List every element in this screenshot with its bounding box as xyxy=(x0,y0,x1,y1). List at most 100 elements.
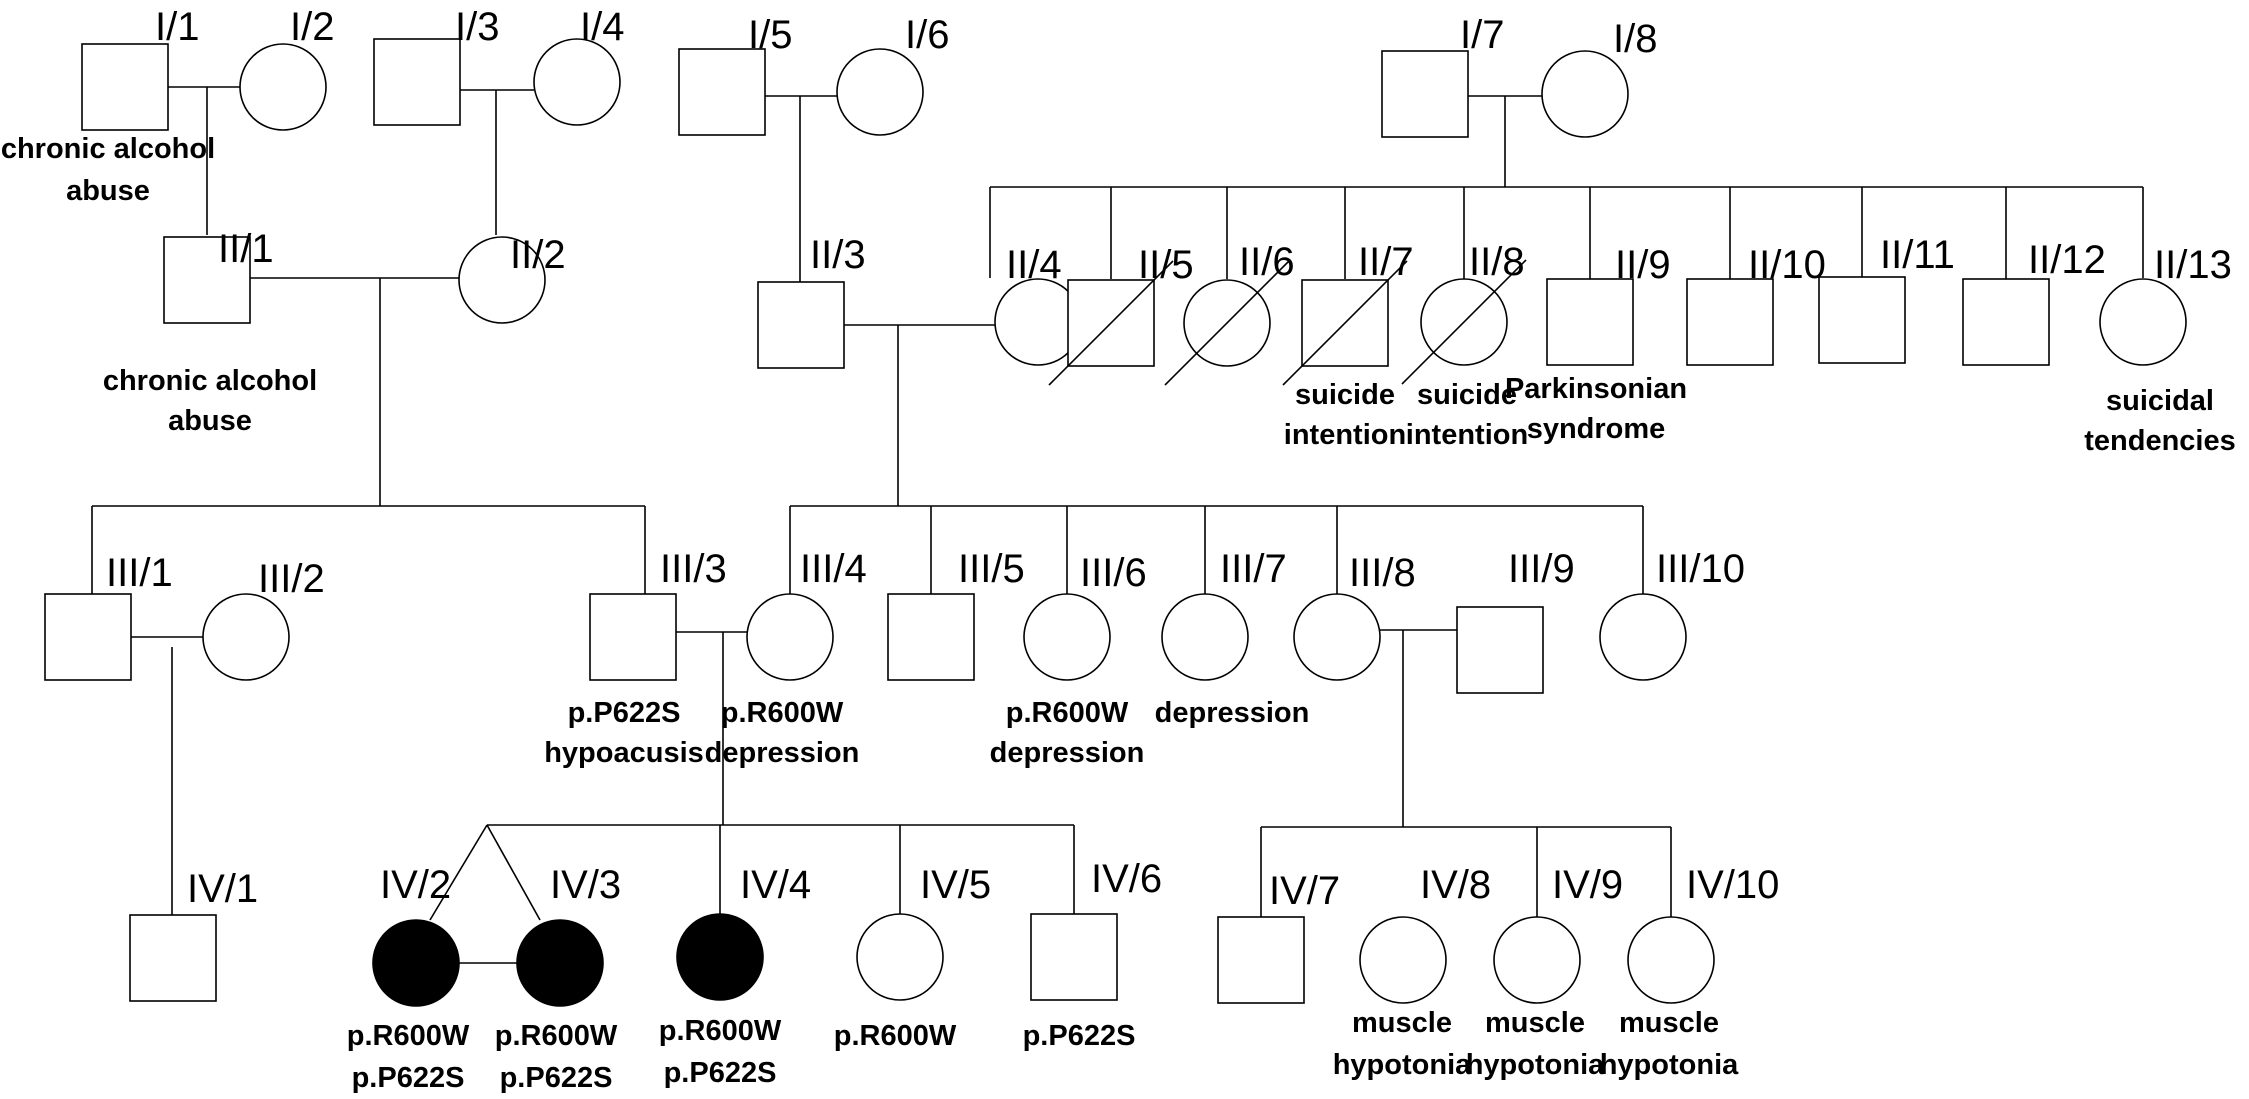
individual-i-7: I/7 xyxy=(1381,13,1504,138)
female-circle-symbol xyxy=(458,236,546,324)
male-square-symbol xyxy=(1686,278,1774,366)
deceased-slash xyxy=(1048,260,1174,386)
phenotype-note: Parkinsonian xyxy=(1505,373,1687,405)
individual-id-label: I/1 xyxy=(155,5,199,49)
male-square-symbol xyxy=(81,43,169,131)
male-square-symbol xyxy=(1818,276,1906,364)
female-circle-symbol xyxy=(1161,593,1249,681)
individual-id-label: II/10 xyxy=(1748,243,1826,287)
phenotype-note: depression xyxy=(705,737,860,769)
individual-id-label: II/2 xyxy=(510,233,566,277)
phenotype-note: p.R600W xyxy=(495,1020,618,1052)
phenotype-note: p.R600W xyxy=(721,697,844,729)
individual-id-label: III/5 xyxy=(958,547,1025,591)
male-square-symbol xyxy=(1456,606,1544,694)
male-square-symbol xyxy=(1546,278,1634,366)
individual-iii-5: III/5 xyxy=(887,547,1025,681)
phenotype-note: hypotonia xyxy=(1600,1049,1739,1081)
individual-id-label: IV/9 xyxy=(1552,863,1623,907)
phenotype-note: abuse xyxy=(168,405,252,437)
female-circle-symbol xyxy=(516,919,604,1007)
individual-id-label: III/10 xyxy=(1656,547,1745,591)
individual-iv-5: IV/5p.R600W xyxy=(834,863,991,1052)
individual-i-3: I/3 xyxy=(373,5,499,126)
individual-id-label: I/6 xyxy=(905,13,949,57)
male-square-symbol xyxy=(163,236,251,324)
male-square-symbol xyxy=(373,38,461,126)
phenotype-note: muscle xyxy=(1485,1007,1585,1039)
individual-id-label: I/5 xyxy=(748,13,792,57)
phenotype-note: hypoacusis xyxy=(544,737,704,769)
individual-id-label: I/3 xyxy=(455,5,499,49)
male-square-symbol xyxy=(129,914,217,1002)
phenotype-note: suicide xyxy=(1295,379,1395,411)
individual-iv-9: IV/9 muscle hypotonia xyxy=(1466,863,1623,1081)
phenotype-note: suicide xyxy=(1417,379,1517,411)
individual-i-8: I/8 xyxy=(1541,17,1657,138)
female-circle-symbol xyxy=(1023,593,1111,681)
individual-iii-10: III/10 xyxy=(1599,547,1745,681)
phenotype-note: suicidal xyxy=(2106,385,2214,417)
male-square-symbol xyxy=(44,593,132,681)
individual-id-label: II/13 xyxy=(2154,243,2232,287)
phenotype-note: abuse xyxy=(66,175,150,207)
phenotype-note: p.R600W xyxy=(659,1015,782,1047)
individual-ii-13: II/13 suicidal tendencies xyxy=(2084,243,2236,457)
individual-id-label: II/4 xyxy=(1006,243,1062,287)
individual-id-label: IV/3 xyxy=(550,863,621,907)
individual-ii-5: II/5 xyxy=(1048,243,1194,386)
individual-iv-4: IV/4 p.R600W p.P622S xyxy=(659,863,811,1089)
individual-iii-9: III/9 xyxy=(1456,547,1575,694)
connector-line xyxy=(429,824,488,921)
male-square-symbol xyxy=(1962,278,2050,366)
individual-iii-1: III/1 xyxy=(44,551,173,681)
male-square-symbol xyxy=(589,593,677,681)
individual-id-label: II/5 xyxy=(1138,243,1194,287)
phenotype-note: p.P622S xyxy=(568,697,681,729)
phenotype-note: p.P622S xyxy=(664,1057,777,1089)
female-circle-symbol xyxy=(1359,916,1447,1004)
individual-ii-12: II/12 xyxy=(1962,238,2106,366)
individual-id-label: IV/1 xyxy=(187,867,258,911)
individual-id-label: IV/2 xyxy=(380,863,451,907)
individual-iii-8: III/8 xyxy=(1293,551,1416,681)
individual-iii-2: III/2 xyxy=(202,557,325,681)
individual-id-label: II/8 xyxy=(1469,240,1525,284)
individual-id-label: III/2 xyxy=(258,557,325,601)
phenotype-note: p.P622S xyxy=(1023,1020,1136,1052)
phenotype-note: hypotonia xyxy=(1466,1049,1605,1081)
phenotype-note: tendencies xyxy=(2084,425,2236,457)
phenotype-note: p.P622S xyxy=(352,1062,465,1094)
phenotype-note: syndrome xyxy=(1527,413,1666,445)
phenotype-note: hypotonia xyxy=(1333,1049,1472,1081)
female-circle-symbol xyxy=(372,919,460,1007)
individual-id-label: II/1 xyxy=(218,227,274,271)
individual-id-label: III/4 xyxy=(800,547,867,591)
female-circle-symbol xyxy=(746,593,834,681)
deceased-slash xyxy=(1401,259,1527,385)
individual-id-label: II/11 xyxy=(1880,233,1955,277)
individual-id-label: I/4 xyxy=(580,5,624,49)
individual-i-6: I/6 xyxy=(836,13,949,136)
individual-id-label: III/9 xyxy=(1508,547,1575,591)
male-square-symbol xyxy=(1030,913,1118,1001)
individual-id-label: II/12 xyxy=(2028,238,2106,282)
individual-id-label: IV/4 xyxy=(740,863,811,907)
female-circle-symbol xyxy=(533,38,621,126)
individual-ii-3: II/3 xyxy=(757,233,866,369)
individual-id-label: II/3 xyxy=(810,233,866,277)
male-square-symbol xyxy=(757,281,845,369)
phenotype-note: muscle xyxy=(1352,1007,1452,1039)
individual-iv-1: IV/1 xyxy=(129,867,258,1002)
individual-id-label: I/2 xyxy=(290,5,334,49)
female-circle-symbol xyxy=(1493,916,1581,1004)
